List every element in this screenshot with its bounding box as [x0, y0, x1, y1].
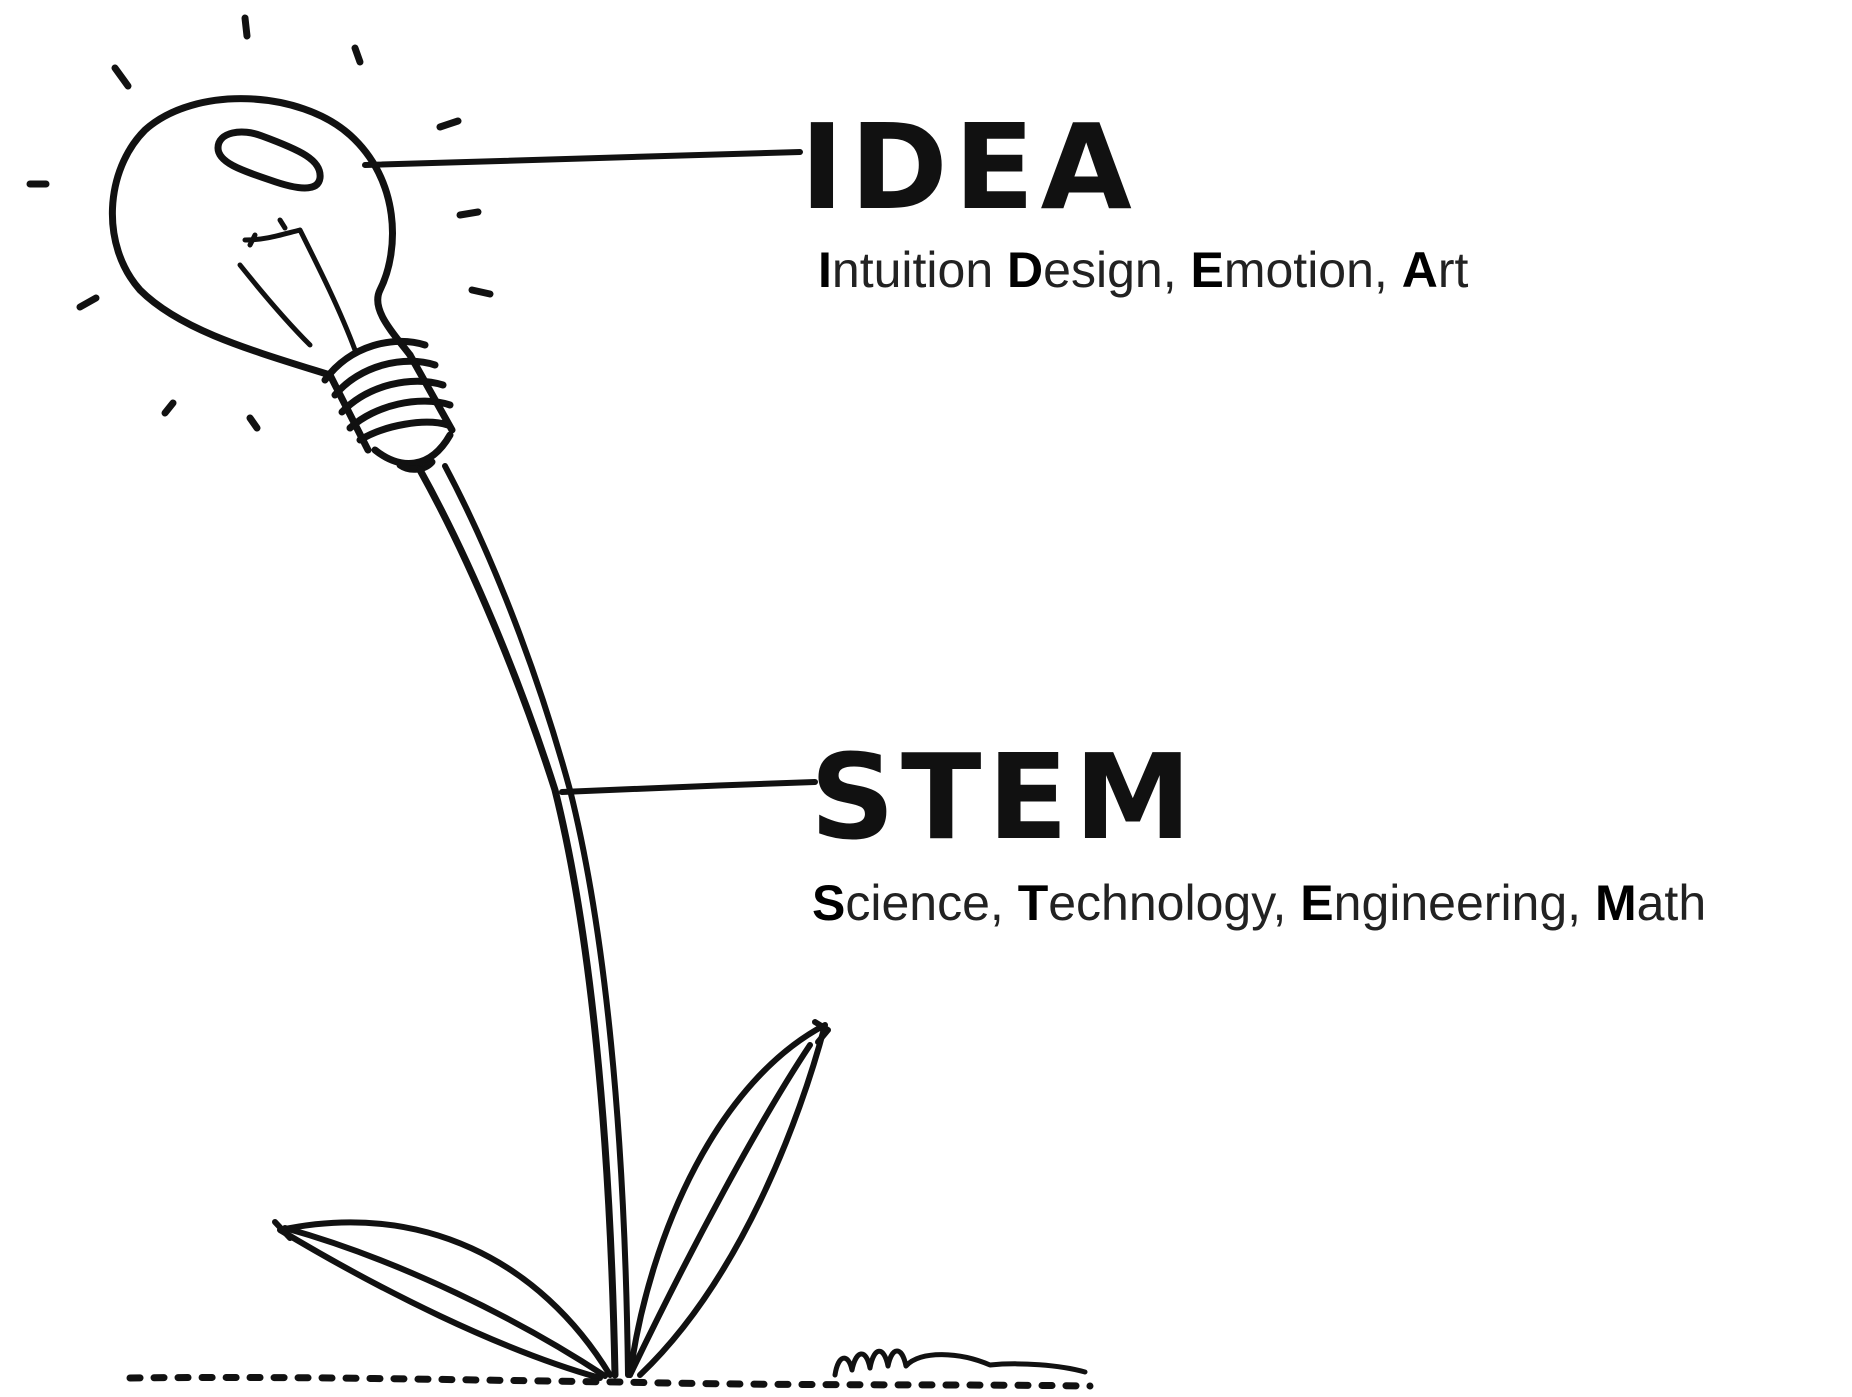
idea-acronym-expansion: Intuition Design, Emotion, Art — [818, 245, 1468, 295]
idea-initial: D — [1007, 242, 1043, 298]
idea-separator: , — [1163, 242, 1191, 298]
left-leaf — [275, 1222, 610, 1378]
grass-tuft — [835, 1351, 1085, 1375]
lightbulb-highlight — [218, 132, 320, 188]
idea-title: IDEA — [800, 108, 1138, 226]
idea-separator — [993, 242, 1007, 298]
stem-separator: , — [1567, 875, 1595, 931]
idea-connector-line — [365, 152, 800, 165]
idea-word-rest: esign — [1043, 242, 1163, 298]
right-leaf — [630, 1022, 828, 1375]
stem-initial: T — [1018, 875, 1049, 931]
idea-word-rest: motion — [1224, 242, 1374, 298]
idea-initial: A — [1402, 242, 1438, 298]
idea-separator: , — [1374, 242, 1402, 298]
lightbulb-filament — [240, 220, 355, 350]
stem-title: STEM — [810, 738, 1198, 856]
stem-initial: E — [1300, 875, 1333, 931]
stem-separator: , — [1272, 875, 1300, 931]
stem-word-rest: ath — [1637, 875, 1707, 931]
idea-initial: I — [818, 242, 832, 298]
stem-acronym-expansion: Science, Technology, Engineering, Math — [812, 878, 1706, 928]
idea-word-rest: ntuition — [832, 242, 993, 298]
stem-separator: , — [990, 875, 1018, 931]
stem-word-rest: cience — [845, 875, 990, 931]
idea-initial: E — [1190, 242, 1223, 298]
lightbulb-base — [325, 341, 452, 469]
stem-word-rest: ngineering — [1334, 875, 1568, 931]
stem-initial: M — [1595, 875, 1637, 931]
stem-initial: S — [812, 875, 845, 931]
idea-word-rest: rt — [1438, 242, 1469, 298]
light-rays — [30, 18, 490, 428]
stem-connector-line — [562, 782, 815, 792]
ground-line — [130, 1377, 1090, 1386]
stem-word-rest: echnology — [1048, 875, 1272, 931]
